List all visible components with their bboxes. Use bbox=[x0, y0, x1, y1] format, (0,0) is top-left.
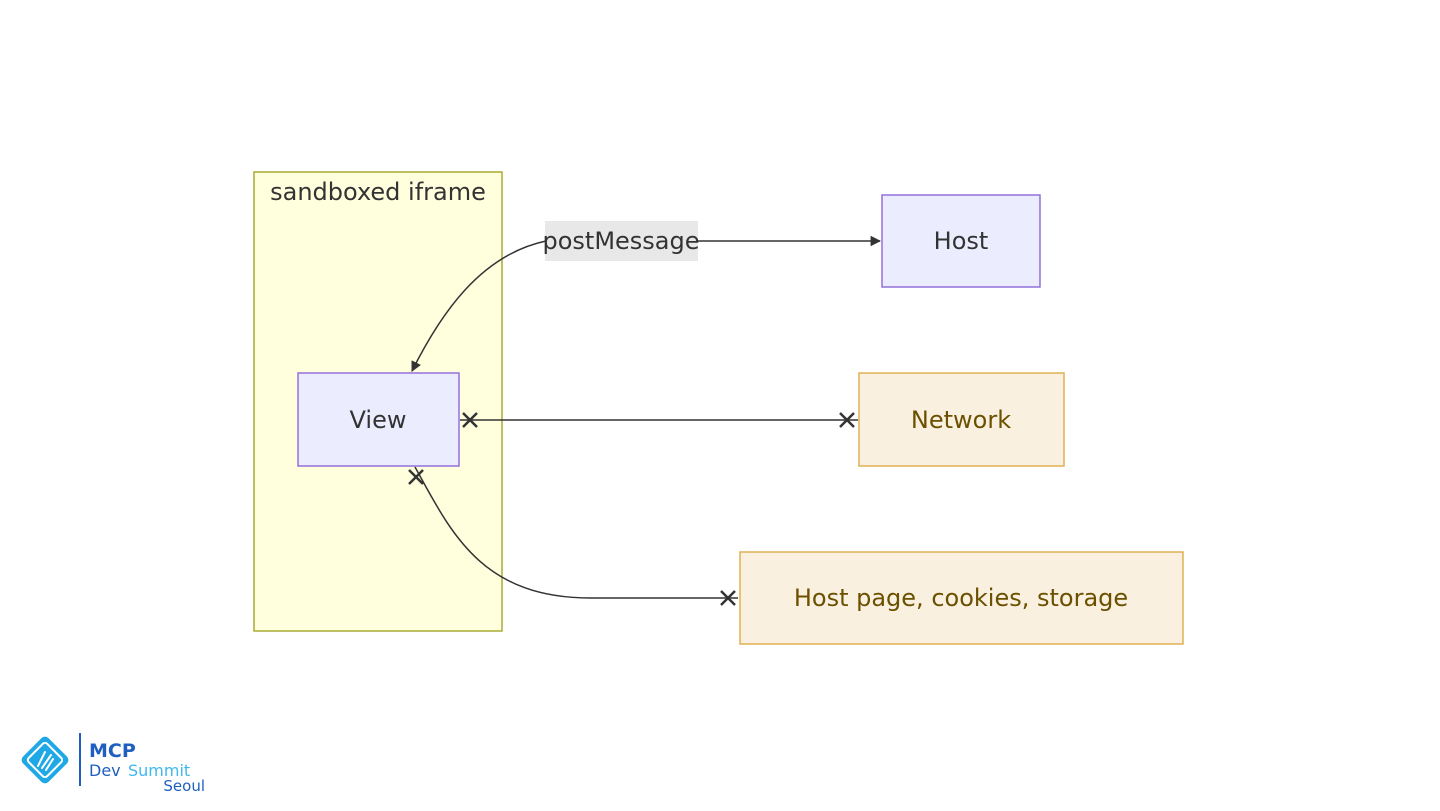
sandboxed-iframe-group: sandboxed iframe bbox=[253, 171, 503, 632]
node-host-page: Host page, cookies, storage bbox=[739, 551, 1184, 645]
edge-post-message: postMessage bbox=[411, 221, 882, 372]
edge-network-block bbox=[460, 412, 858, 428]
node-host-label: Host bbox=[934, 227, 989, 255]
node-network-label: Network bbox=[911, 406, 1011, 434]
mcp-logo-icon bbox=[21, 736, 69, 784]
post-message-curve bbox=[411, 240, 547, 372]
cross-icon bbox=[839, 412, 855, 428]
cross-icon bbox=[720, 590, 736, 606]
node-view-box bbox=[297, 372, 460, 467]
post-message-label: postMessage bbox=[542, 227, 699, 255]
node-network-box bbox=[858, 372, 1065, 467]
logo-dev-text: Dev bbox=[89, 761, 121, 780]
logo-seoul-text: Seoul bbox=[163, 777, 205, 795]
cross-icon bbox=[408, 469, 424, 485]
node-view: View bbox=[297, 372, 460, 467]
host-page-block-curve bbox=[414, 466, 738, 599]
logo-summit-text: Summit bbox=[128, 761, 190, 780]
edge-host-page-block bbox=[408, 466, 738, 606]
post-message-label-bg bbox=[545, 221, 698, 261]
node-network: Network bbox=[858, 372, 1065, 467]
logo-mcp-text: MCP bbox=[89, 740, 136, 762]
node-host-page-label: Host page, cookies, storage bbox=[794, 584, 1128, 612]
sandboxed-iframe-label: sandboxed iframe bbox=[270, 178, 486, 206]
node-host-page-box bbox=[739, 551, 1184, 645]
node-view-label: View bbox=[350, 406, 407, 434]
node-host-box bbox=[881, 194, 1041, 288]
node-host: Host bbox=[881, 194, 1041, 288]
mcp-dev-summit-logo: MCP Dev Summit Seoul bbox=[21, 733, 205, 795]
cross-icon bbox=[462, 412, 478, 428]
